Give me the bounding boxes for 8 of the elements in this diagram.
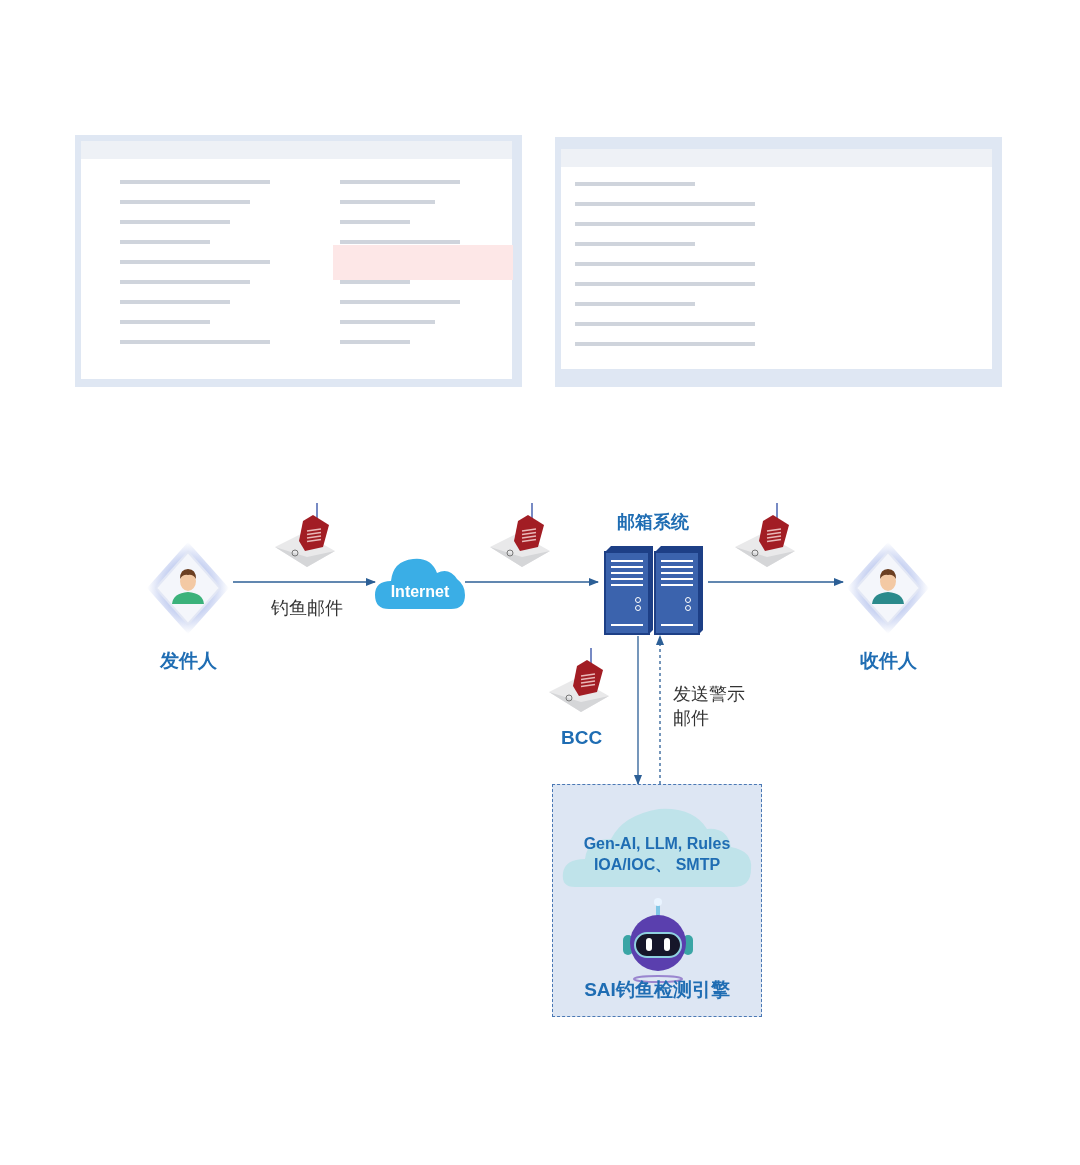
- node-label: 发件人: [158, 649, 218, 673]
- edge-label: 钓鱼邮件: [271, 596, 343, 620]
- engine-title: SAI钓鱼检测引擎: [583, 978, 731, 1002]
- node-label: 收件人: [858, 649, 918, 673]
- engine-panel: [552, 784, 762, 1017]
- node-label: Internet: [389, 583, 451, 601]
- node-label: 邮箱系统: [616, 511, 690, 534]
- technology-list: Gen-AI, LLM, Rules IOA/IOC、 SMTP: [581, 833, 733, 875]
